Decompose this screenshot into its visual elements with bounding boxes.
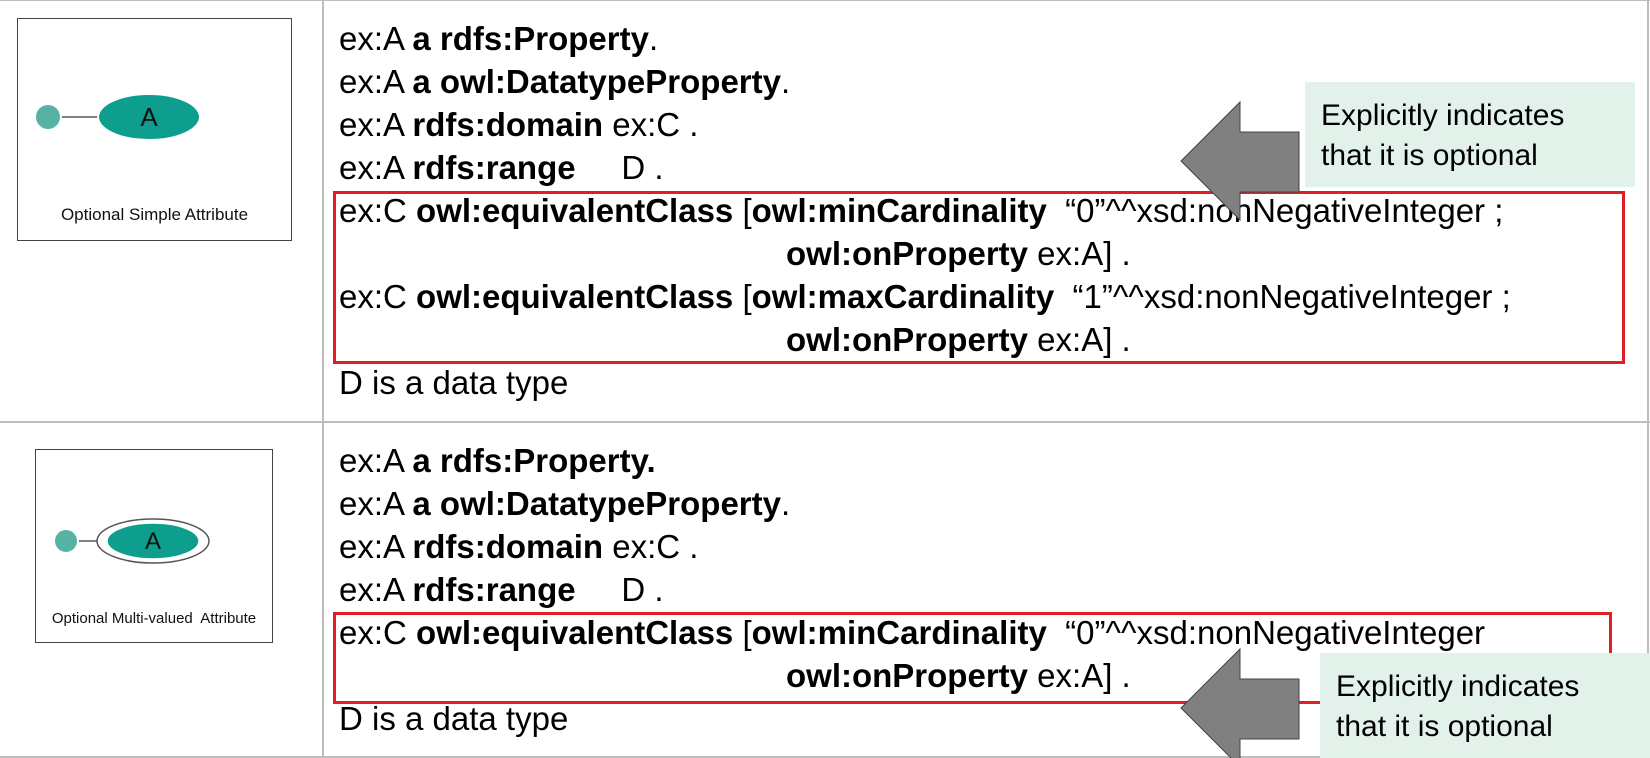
column-divider [322, 0, 324, 758]
optional-multi-valued-attribute-diagram: A Optional Multi-valued Attribute [35, 449, 273, 643]
code-line: ex:A rdfs:domain ex:C . [339, 528, 699, 565]
diagram-caption: Optional Simple Attribute [60, 205, 249, 224]
code-line: owl:onProperty ex:A] . [786, 235, 1131, 272]
attribute-shape: A [53, 518, 210, 564]
left-arrow-icon [1180, 100, 1300, 222]
cardinality-highlight-box [333, 191, 1625, 364]
optional-note-callout: Explicitly indicates that it is optional [1305, 82, 1635, 187]
table-border-bottom [0, 756, 1650, 758]
code-line: owl:onProperty ex:A] . [786, 321, 1131, 358]
code-line: ex:A a owl:DatatypeProperty. [339, 485, 791, 522]
table-border-right [1647, 0, 1649, 758]
code-line: ex:A rdfs:domain ex:C . [339, 106, 699, 143]
code-line: ex:A a rdfs:Property. [339, 442, 656, 479]
code-line: ex:A a rdfs:Property. [339, 20, 659, 57]
code-line: ex:A rdfs:range D . [339, 571, 664, 608]
diagram-caption: Optional Multi-valued Attribute [51, 610, 257, 627]
code-line: D is a data type [339, 700, 569, 737]
optional-simple-attribute-diagram: A Optional Simple Attribute [17, 18, 292, 241]
rdf-code-block-2: ex:A a rdfs:Property. ex:A a owl:Datatyp… [339, 439, 1485, 740]
rdf-code-block-1: ex:A a rdfs:Property. ex:A a owl:Datatyp… [339, 17, 1511, 404]
table-border-top [0, 0, 1650, 1]
code-line: ex:A a owl:DatatypeProperty. [339, 63, 791, 100]
code-line: D is a data type [339, 364, 569, 401]
optional-note-callout: Explicitly indicates that it is optional [1320, 653, 1650, 758]
row-divider [0, 421, 1650, 423]
node-label: A [140, 102, 158, 132]
code-line: ex:C owl:equivalentClass [owl:minCardina… [339, 614, 1486, 651]
node-label: A [145, 528, 161, 555]
left-arrow-icon [1180, 647, 1300, 758]
code-line: ex:C owl:equivalentClass [owl:maxCardina… [339, 278, 1511, 315]
code-line: ex:C owl:equivalentClass [owl:minCardina… [339, 192, 1504, 229]
code-line: owl:onProperty ex:A] . [786, 657, 1131, 694]
attribute-shape: A [34, 93, 201, 141]
code-line: ex:A rdfs:range D . [339, 149, 664, 186]
